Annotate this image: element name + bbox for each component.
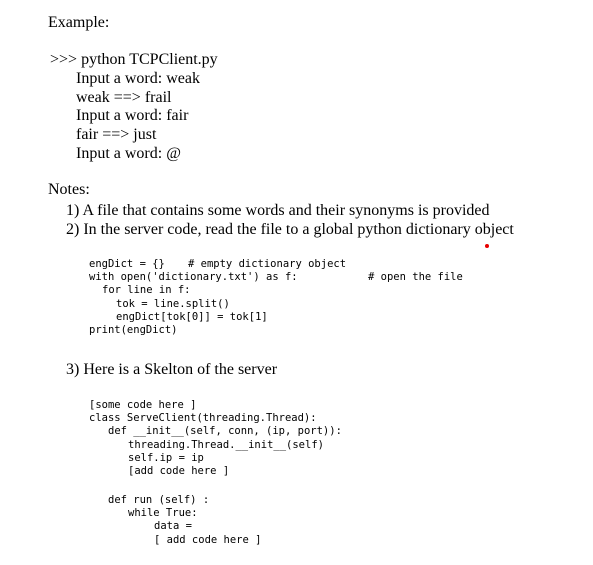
code-line: while True: bbox=[128, 507, 198, 519]
code-line: [some code here ] bbox=[89, 399, 197, 411]
note-item: 1) A file that contains some words and t… bbox=[66, 202, 490, 219]
example-line: Input a word: weak bbox=[76, 70, 200, 87]
code-line: [add code here ] bbox=[128, 465, 230, 477]
note-item: 2) In the server code, read the file to … bbox=[66, 221, 514, 238]
code-line: data = bbox=[154, 520, 192, 532]
example-line: weak ==> frail bbox=[76, 89, 172, 106]
example-line: Input a word: fair bbox=[76, 107, 189, 124]
code-line: def __init__(self, conn, (ip, port)): bbox=[108, 425, 342, 437]
example-line: Input a word: @ bbox=[76, 145, 181, 162]
note-item: 3) Here is a Skelton of the server bbox=[66, 361, 278, 378]
code-line: class ServeClient(threading.Thread): bbox=[89, 412, 317, 424]
code-line: engDict = {} bbox=[89, 258, 165, 270]
code-line: threading.Thread.__init__(self) bbox=[128, 439, 324, 451]
command-line: >>> python TCPClient.py bbox=[50, 51, 218, 68]
example-heading: Example: bbox=[48, 14, 110, 31]
code-line: [ add code here ] bbox=[154, 534, 262, 546]
code-line: print(engDict) bbox=[89, 324, 178, 336]
notes-heading: Notes: bbox=[48, 181, 90, 198]
code-line: for line in f: bbox=[102, 284, 191, 296]
code-comment: # open the file bbox=[368, 271, 463, 283]
code-comment: # empty dictionary object bbox=[188, 258, 347, 270]
code-line: self.ip = ip bbox=[128, 452, 204, 464]
example-line: fair ==> just bbox=[76, 126, 157, 143]
code-line: def run (self) : bbox=[108, 494, 210, 506]
code-line: tok = line.split() bbox=[116, 298, 230, 310]
red-dot-marker bbox=[485, 244, 489, 248]
code-line: engDict[tok[0]] = tok[1] bbox=[116, 311, 268, 323]
code-line: with open('dictionary.txt') as f: bbox=[89, 271, 298, 283]
